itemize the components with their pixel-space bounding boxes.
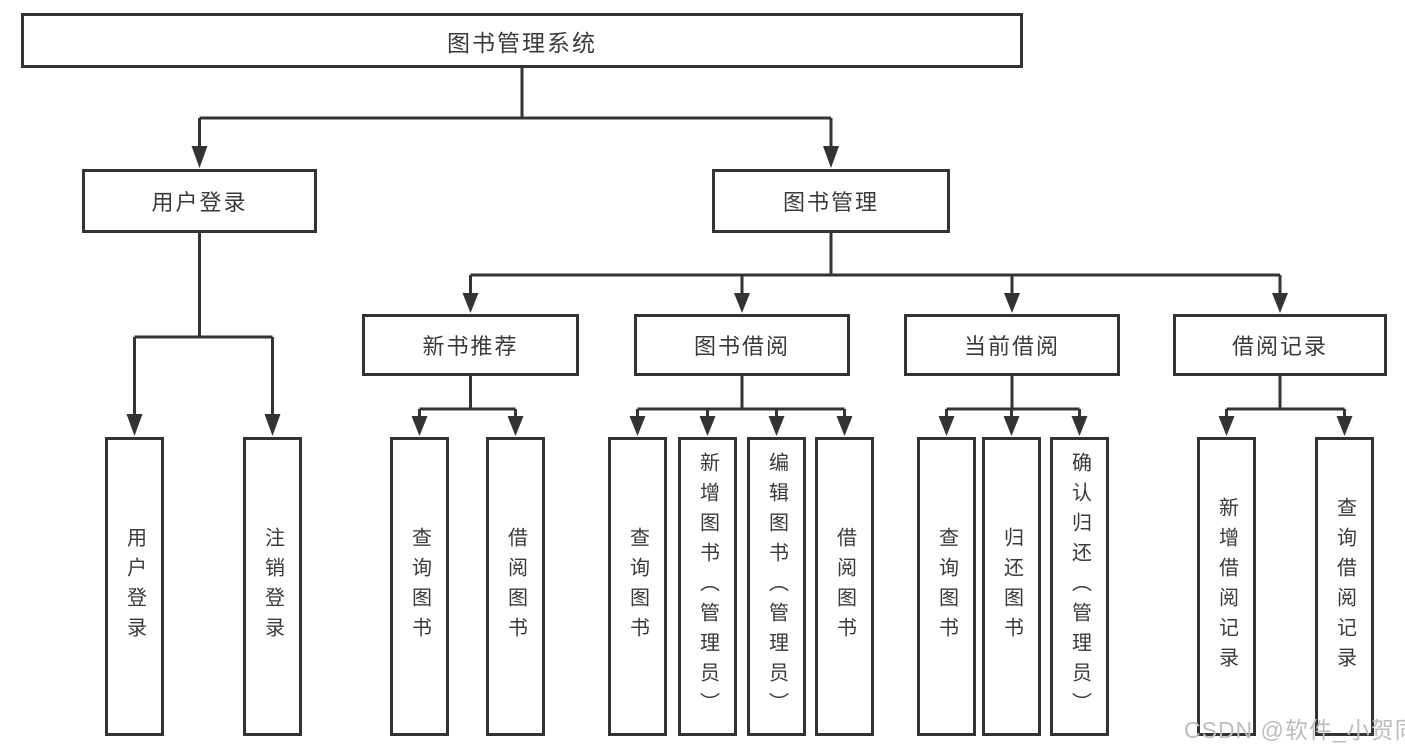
node-leaf-nb-query-books: 查询图书	[390, 437, 449, 736]
node-leaf-br-query-record: 查询借阅记录	[1315, 437, 1374, 736]
node-label: 确认归还（管理员）	[1068, 451, 1091, 722]
node-label: 查询图书	[935, 526, 958, 647]
node-book-borrow: 图书借阅	[634, 314, 850, 376]
edge-borrow-records-to-leaves	[1218, 375, 1353, 436]
node-leaf-br-add-record: 新增借阅记录	[1197, 437, 1256, 736]
node-label: 用户登录	[151, 190, 248, 215]
node-leaf-nb-borrow-books: 借阅图书	[486, 437, 545, 736]
node-leaf-bb-borrow-books: 借阅图书	[815, 437, 874, 736]
node-label: 查询图书	[626, 526, 649, 647]
node-label: 编辑图书（管理员）	[765, 451, 788, 722]
node-label: 注销登录	[261, 526, 284, 647]
node-leaf-cb-query-books: 查询图书	[917, 437, 976, 736]
edge-new-books-to-leaves	[411, 375, 524, 436]
node-label: 新增借阅记录	[1215, 496, 1238, 677]
node-leaf-logout: 注销登录	[243, 437, 302, 736]
edge-user-login-to-leaves	[126, 232, 281, 436]
node-label: 新增图书（管理员）	[696, 451, 719, 722]
node-label: 当前借阅	[963, 334, 1060, 359]
node-label: 借阅图书	[833, 526, 856, 647]
node-label: 归还图书	[1000, 526, 1023, 647]
csdn-watermark: CSDN @软件_小贺同学	[1184, 717, 1405, 743]
node-label: 图书借阅	[693, 334, 790, 359]
node-root-system: 图书管理系统	[21, 13, 1023, 68]
node-book-management: 图书管理	[712, 169, 950, 233]
node-label: 借阅记录	[1231, 334, 1328, 359]
node-leaf-bb-edit-books: 编辑图书（管理员）	[747, 437, 806, 736]
node-label: 用户登录	[123, 526, 146, 647]
node-new-book-recommend: 新书推荐	[362, 314, 579, 376]
edge-book-mgmt-to-level3	[462, 232, 1288, 313]
node-label: 查询借阅记录	[1333, 496, 1356, 677]
node-current-borrow: 当前借阅	[904, 314, 1120, 376]
node-leaf-user-login: 用户登录	[105, 437, 164, 736]
edge-root-to-level2	[191, 67, 839, 168]
node-borrow-records: 借阅记录	[1173, 314, 1387, 376]
node-leaf-bb-add-books: 新增图书（管理员）	[678, 437, 737, 736]
node-leaf-bb-query-books: 查询图书	[608, 437, 667, 736]
node-label: 借阅图书	[504, 526, 527, 647]
node-label: 图书管理系统	[447, 29, 597, 56]
node-label: 新书推荐	[422, 334, 519, 359]
node-label: 图书管理	[782, 190, 879, 215]
edge-book-borrow-to-leaves	[629, 375, 853, 436]
node-label: 查询图书	[408, 526, 431, 647]
edge-current-borrow-to-leaves	[938, 375, 1088, 436]
node-user-login: 用户登录	[82, 169, 317, 233]
node-leaf-cb-return-books: 归还图书	[982, 437, 1041, 736]
node-leaf-cb-confirm-return: 确认归还（管理员）	[1050, 437, 1109, 736]
